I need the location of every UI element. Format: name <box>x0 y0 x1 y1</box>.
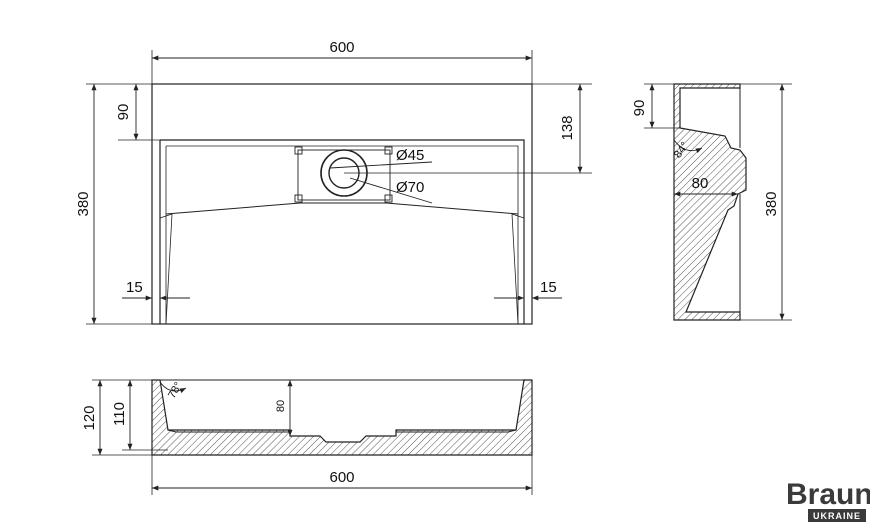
brand-name: Brauni <box>786 478 870 511</box>
front-depth-label: 80 <box>275 400 287 412</box>
top-drain-offset-label: 138 <box>559 115 576 140</box>
side-height-label: 380 <box>763 191 780 216</box>
front-inner-height-label: 110 <box>111 402 128 426</box>
top-view-outline <box>151 83 533 325</box>
side-view-section <box>673 83 747 321</box>
front-view <box>92 379 533 495</box>
side-rim-label: 90 <box>631 100 648 117</box>
brand-country-bar <box>808 509 866 522</box>
top-width-label: 600 <box>329 39 354 56</box>
drain-outer-label: Ø70 <box>396 179 424 196</box>
front-angle-label: 78° <box>166 380 185 400</box>
side-depth-label: 80 <box>692 175 709 192</box>
front-view-section <box>151 379 533 456</box>
brand-country: UKRAINE <box>813 511 861 521</box>
drain-inner-label: Ø45 <box>396 147 424 164</box>
brand-logo: Brauni UKRAINE <box>786 478 870 522</box>
front-width-label: 600 <box>329 469 354 486</box>
wall-right-label: 15 <box>540 279 557 296</box>
top-height-label: 380 <box>75 191 92 216</box>
top-rim-label: 90 <box>115 104 132 121</box>
front-outer-height-label: 120 <box>81 405 98 430</box>
top-view <box>86 50 592 325</box>
side-view <box>644 83 792 321</box>
wall-left-label: 15 <box>126 279 143 296</box>
top-view-bowl <box>159 139 525 324</box>
